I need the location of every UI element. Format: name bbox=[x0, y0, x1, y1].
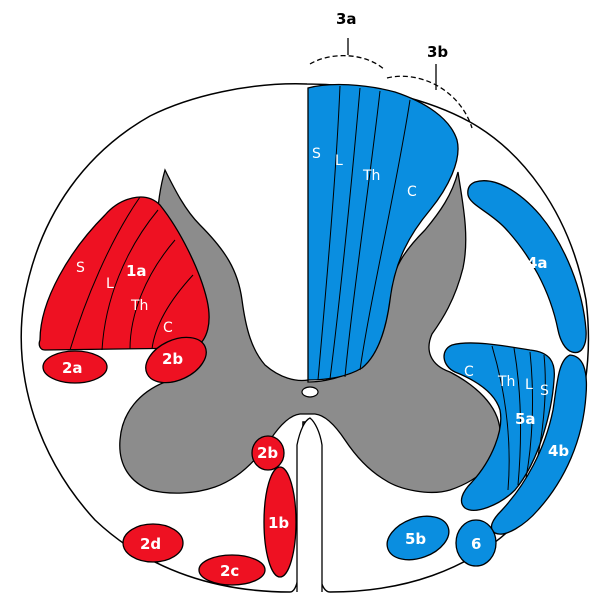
label-2b-lower: 2b bbox=[257, 444, 278, 462]
label-6: 6 bbox=[471, 535, 481, 553]
label-2c: 2c bbox=[220, 562, 239, 580]
dorsal-columns bbox=[307, 83, 459, 381]
label-3b: 3b bbox=[427, 43, 448, 61]
dorsal-column-divisions bbox=[317, 85, 411, 381]
dorsal-label-S: S bbox=[312, 146, 321, 162]
tract-1a bbox=[38, 196, 210, 351]
t5a-label-C: C bbox=[464, 364, 474, 380]
dorsal-label-C: C bbox=[407, 184, 417, 200]
t5a-label-L: L bbox=[525, 377, 533, 393]
dorsal-label-L: L bbox=[335, 153, 343, 169]
label-2a: 2a bbox=[62, 359, 83, 377]
label-2b-upper: 2b bbox=[162, 350, 183, 368]
dorsal-label-Th: Th bbox=[362, 168, 380, 184]
label-3a: 3a bbox=[336, 10, 357, 28]
tract-2c bbox=[198, 554, 266, 586]
label-2d: 2d bbox=[140, 535, 161, 553]
tract-1a-divisions bbox=[69, 196, 194, 351]
tract-6 bbox=[455, 519, 497, 567]
bracket-3a bbox=[309, 55, 386, 71]
tract-1b bbox=[263, 466, 297, 578]
ventral-median-fissure bbox=[296, 417, 323, 592]
tract-4a bbox=[467, 180, 587, 354]
label-5b: 5b bbox=[405, 530, 426, 548]
tract-5b bbox=[386, 515, 450, 561]
t5a-label-Th: Th bbox=[497, 374, 515, 390]
t5a-label-S: S bbox=[540, 383, 549, 399]
tract-4b bbox=[490, 354, 588, 535]
label-4b: 4b bbox=[548, 442, 569, 460]
tract-2d bbox=[122, 523, 184, 563]
tract-5a bbox=[443, 342, 556, 511]
lat1a-label-S: S bbox=[76, 260, 85, 276]
label-4a: 4a bbox=[527, 254, 548, 272]
label-1b: 1b bbox=[268, 514, 289, 532]
label-5a: 5a bbox=[515, 410, 536, 428]
bracket-3b bbox=[386, 75, 473, 129]
tract-2b-lower bbox=[251, 435, 285, 471]
lat1a-label-Th: Th bbox=[130, 298, 148, 314]
tract-2b-upper bbox=[145, 336, 207, 384]
lat1a-label-C: C bbox=[163, 320, 173, 336]
label-1a: 1a bbox=[126, 262, 147, 280]
central-canal bbox=[301, 386, 319, 398]
lat1a-label-L: L bbox=[106, 276, 114, 292]
tract-2a bbox=[42, 350, 108, 384]
